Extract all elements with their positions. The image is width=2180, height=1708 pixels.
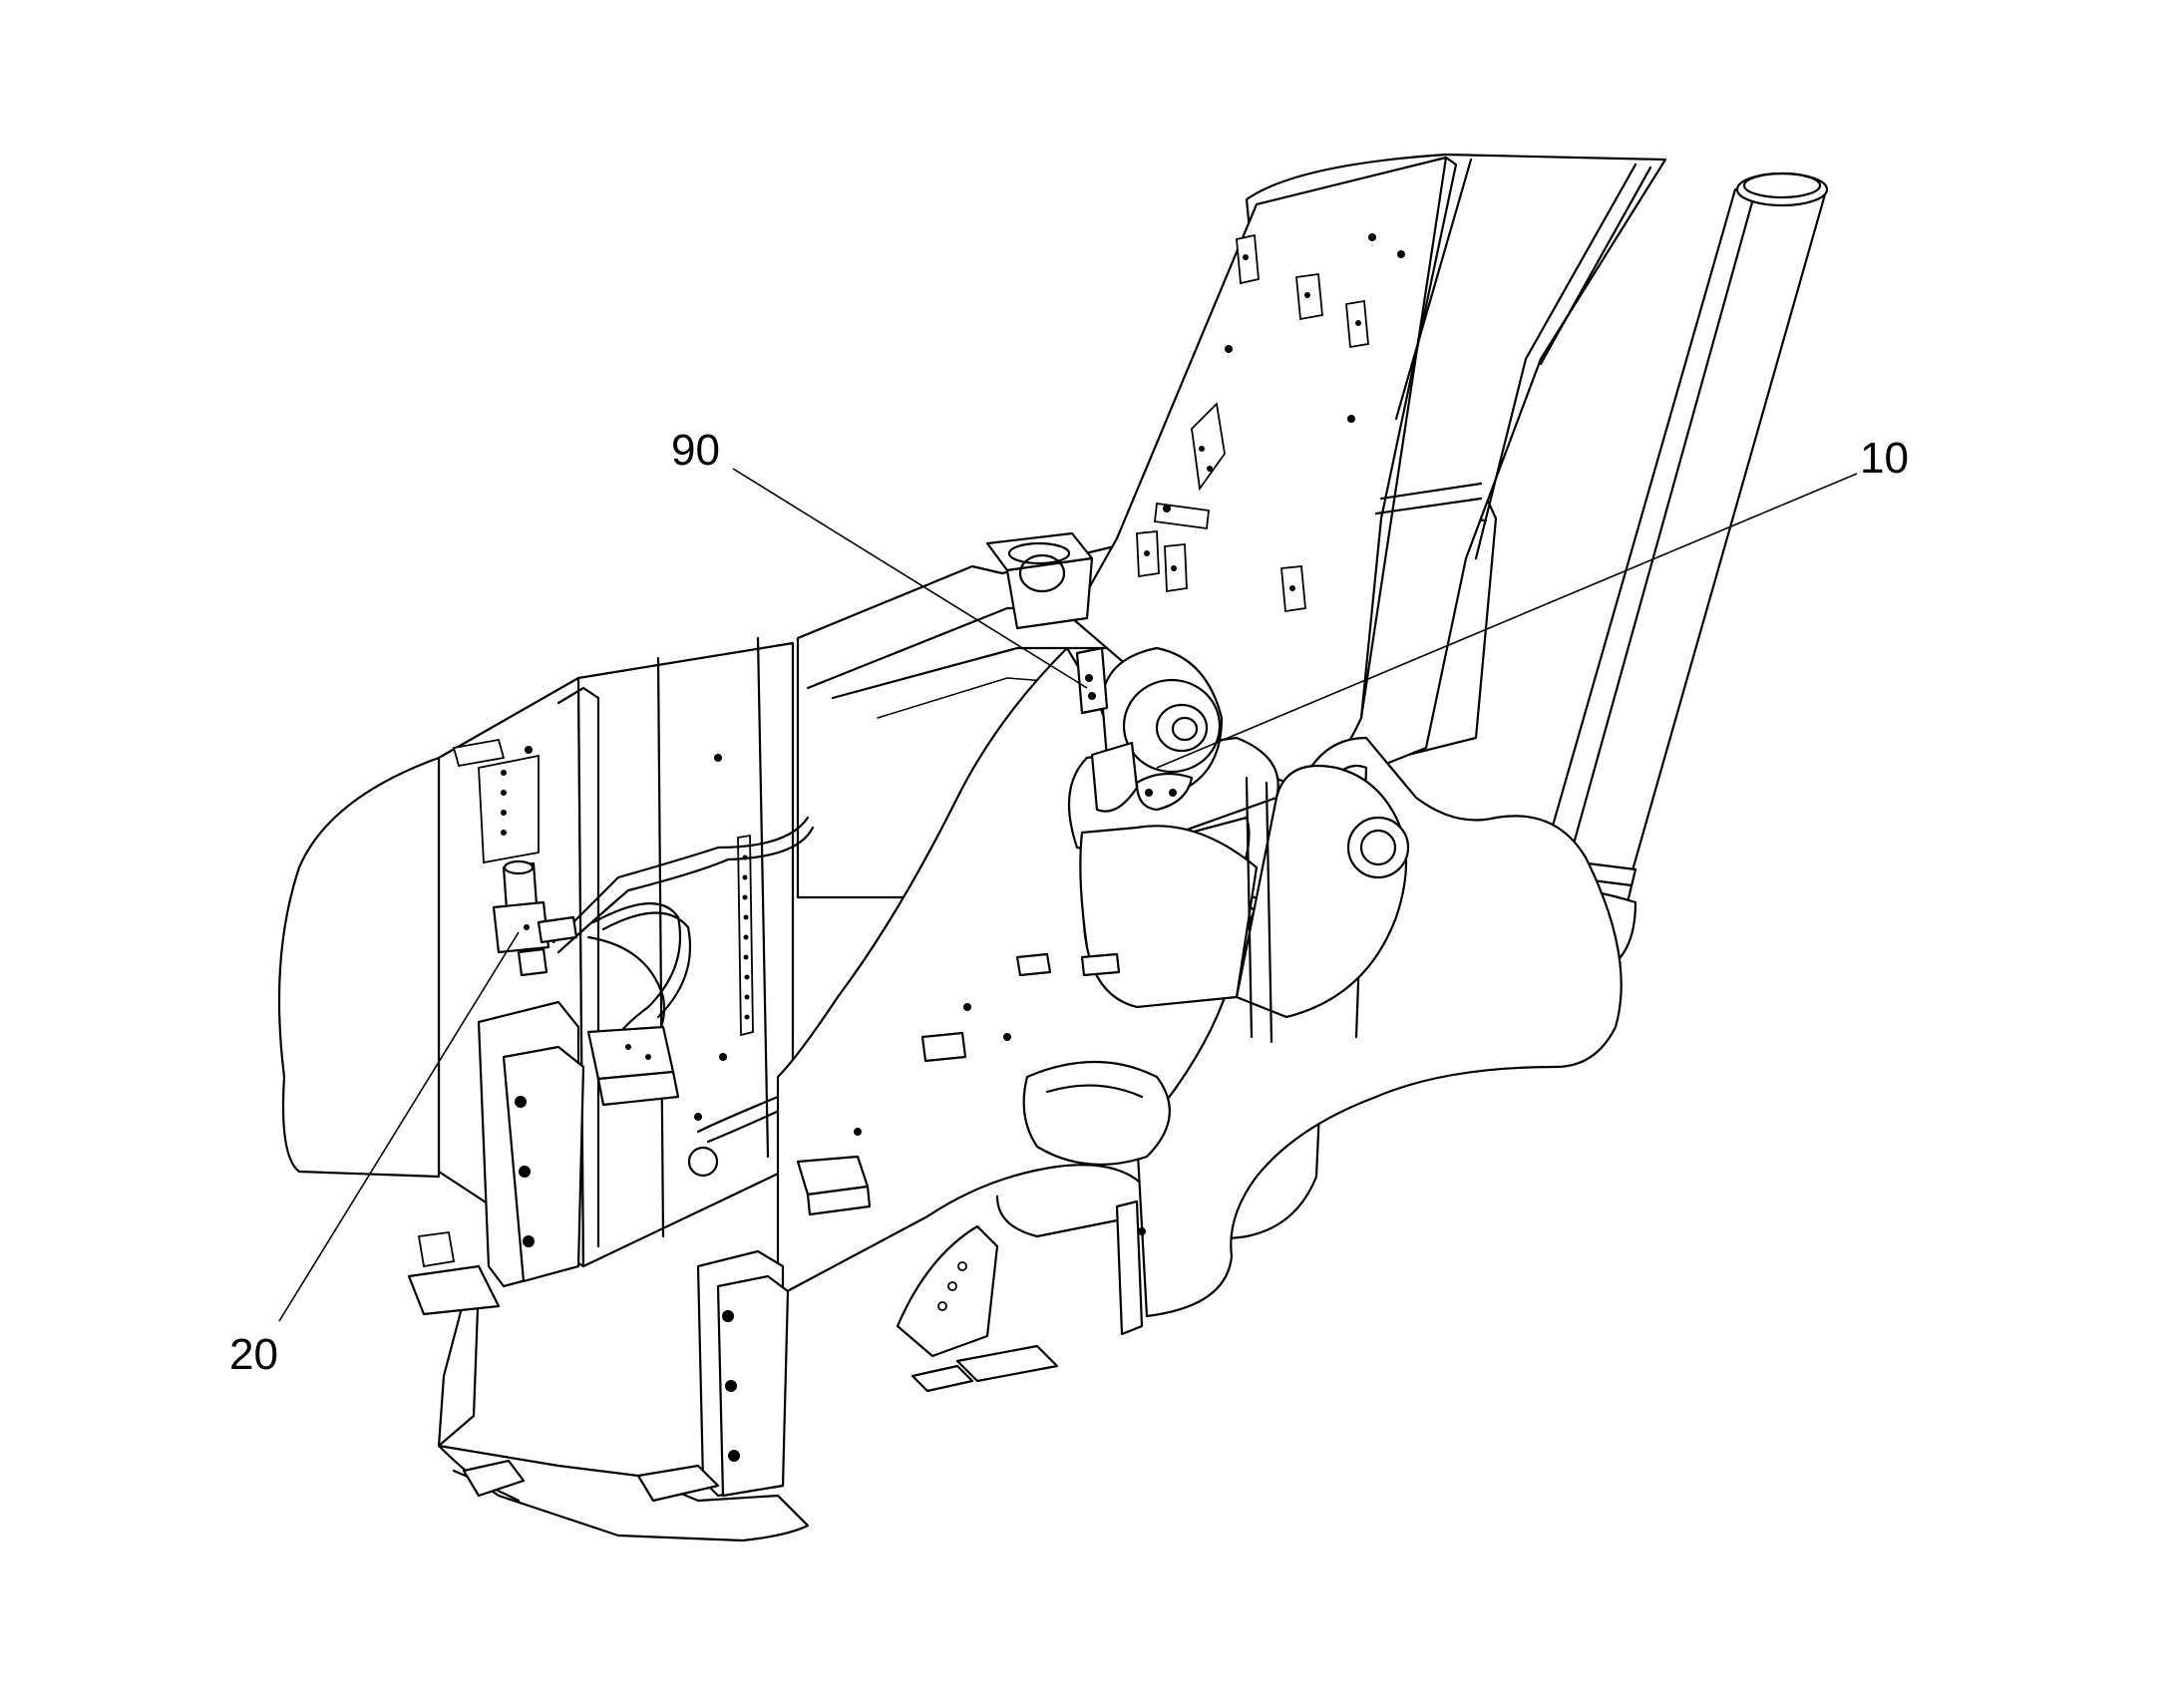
boom-arm [1070, 153, 1667, 790]
leader-lines [278, 468, 1858, 1322]
callout-20: 20 [229, 1330, 278, 1379]
callout-90: 90 [671, 426, 720, 475]
lower-subframe [407, 754, 1146, 1542]
valve-assembly [492, 859, 578, 977]
leader-90 [732, 468, 1088, 689]
pivot-mount [985, 531, 1094, 630]
callout-10: 10 [1860, 434, 1909, 483]
lift-arms [1079, 764, 1410, 1044]
loader-frame-main [776, 646, 1623, 1318]
leader-20 [278, 931, 520, 1322]
leader-10 [1156, 473, 1858, 769]
